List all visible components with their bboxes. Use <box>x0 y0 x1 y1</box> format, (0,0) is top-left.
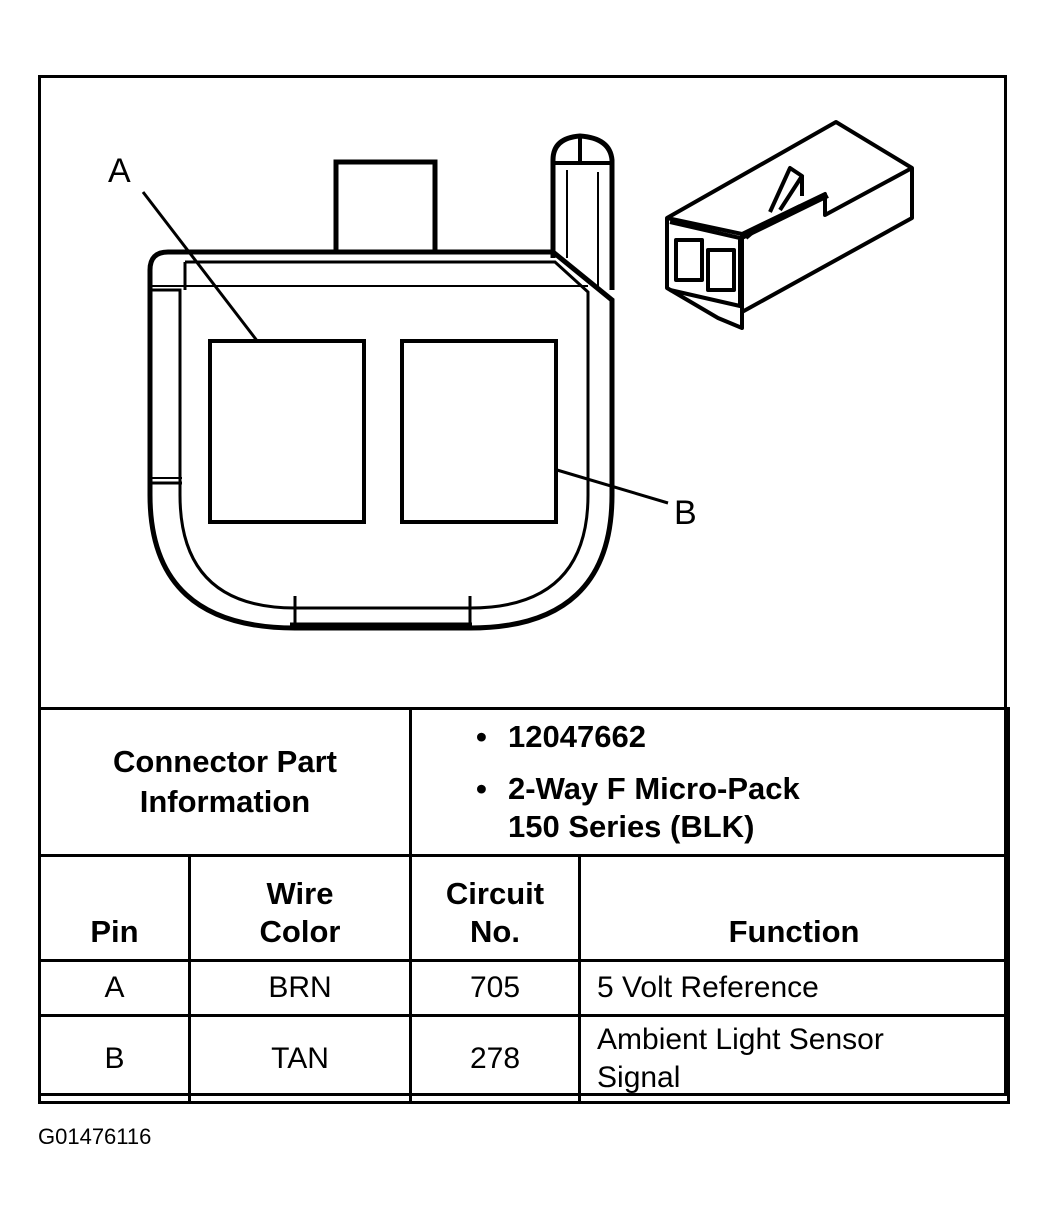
row-b-function: Ambient Light Sensor Signal <box>578 1014 1011 1104</box>
header-pin: Pin <box>38 854 191 962</box>
bullet-icon: • <box>476 771 487 806</box>
connector-info-title-line2: Information <box>139 784 311 819</box>
connector-pin-table: Connector Part Information • 12047662 • … <box>37 707 1011 1104</box>
row-b-function-line1: Ambient Light Sensor <box>597 1023 884 1056</box>
header-circuit-line2: No. <box>470 914 520 949</box>
connector-info-row: Connector Part Information • 12047662 • … <box>37 707 1011 857</box>
description-line2: 150 Series (BLK) <box>508 809 755 844</box>
header-function-label: Function <box>728 914 860 949</box>
row-b-function-line2: Signal <box>597 1061 681 1094</box>
bullet-icon: • <box>476 719 487 754</box>
header-wire-color-line2: Color <box>259 914 341 949</box>
figure-code: G01476116 <box>38 1124 152 1149</box>
description-item-cont: 150 Series (BLK) <box>472 808 1007 846</box>
connector-body-outer <box>147 249 615 631</box>
row-b-circuit: 278 <box>409 1014 582 1104</box>
connector-isometric-icon <box>665 120 914 330</box>
description-item: • 2-Way F Micro-Pack <box>472 770 1007 808</box>
row-b-pin: B <box>38 1014 191 1104</box>
connector-top-tab <box>333 159 438 250</box>
description-line1: 2-Way F Micro-Pack <box>508 771 800 806</box>
row-b-wire-color: TAN <box>187 1014 413 1104</box>
cavity-a <box>208 339 366 524</box>
pin-label-b: B <box>674 494 697 532</box>
table-row: B TAN 278 Ambient Light Sensor Signal <box>38 1014 1011 1104</box>
header-circuit: Circuit No. <box>409 854 582 962</box>
connector-info-title-line1: Connector Part <box>113 744 337 779</box>
row-a-circuit: 705 <box>409 959 582 1017</box>
connector-diagram: A B <box>108 120 914 631</box>
leader-line-b <box>556 468 669 505</box>
header-circuit-line1: Circuit <box>445 876 545 911</box>
row-a-function: 5 Volt Reference <box>578 959 1011 1017</box>
connector-lock-post <box>550 133 615 290</box>
header-wire-color-line1: Wire <box>266 876 334 911</box>
row-a-function-line1: 5 Volt Reference <box>597 971 819 1004</box>
connector-body-inner <box>150 260 590 610</box>
pin-label-a: A <box>108 152 131 190</box>
connector-info-title: Connector Part Information <box>37 707 413 857</box>
table-header-row: Pin Wire Color Circuit No. Function <box>38 854 1011 962</box>
leader-line-a <box>141 191 260 343</box>
cavity-b <box>400 339 558 524</box>
connector-info-details: • 12047662 • 2-Way F Micro-Pack 150 Seri… <box>409 707 1011 857</box>
header-pin-label: Pin <box>90 914 139 949</box>
part-number: 12047662 <box>508 719 646 754</box>
header-function: Function <box>578 854 1011 962</box>
row-a-pin: A <box>38 959 191 1017</box>
table-row: A BRN 705 5 Volt Reference <box>38 959 1011 1017</box>
row-a-wire-color: BRN <box>187 959 413 1017</box>
header-wire-color: Wire Color <box>187 854 413 962</box>
part-number-item: • 12047662 <box>472 718 1007 756</box>
